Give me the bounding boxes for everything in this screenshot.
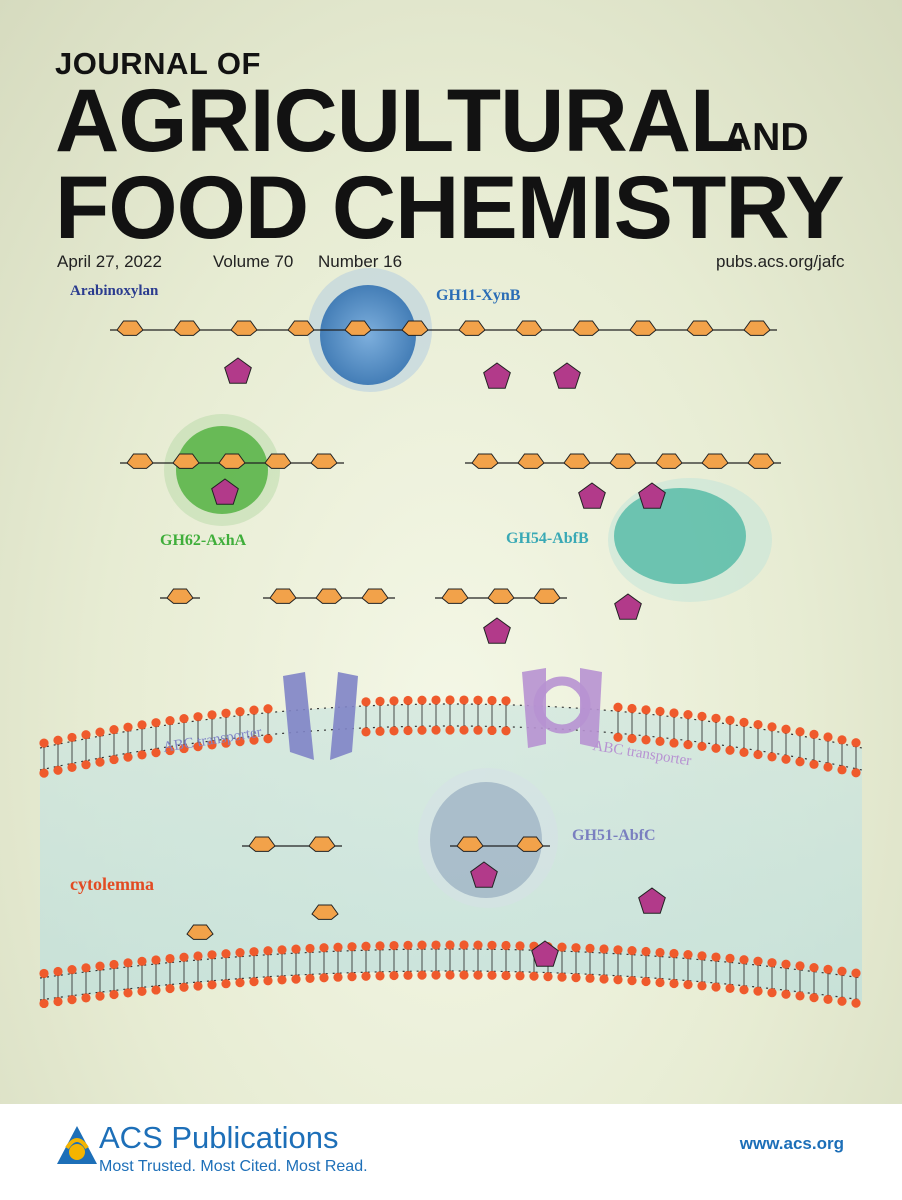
sugar-molecules (110, 320, 781, 967)
label-gh62-axha: GH62-AxhA (160, 532, 247, 549)
cover-illustration (39, 268, 863, 1009)
acs-publications-brand[interactable]: ACS Publications (99, 1120, 339, 1155)
label-arabinoxylan: Arabinoxylan (70, 283, 159, 299)
gh62-axha-protein (164, 414, 280, 526)
publisher-footer: ACS Publications Most Trusted. Most Cite… (0, 1104, 902, 1200)
acs-tagline: Most Trusted. Most Cited. Most Read. (99, 1158, 368, 1175)
masthead-and: AND (724, 116, 809, 159)
gh54-abfb-protein (608, 478, 772, 602)
label-gh51-abfc: GH51-AbfC (572, 827, 656, 844)
acs-website-link[interactable]: www.acs.org (739, 1134, 844, 1153)
masthead-food-chemistry: FOOD CHEMISTRY (55, 157, 845, 257)
issue-date: April 27, 2022 (57, 252, 162, 271)
acs-logo-icon (57, 1126, 97, 1164)
issue-volume: Volume 70 (213, 252, 294, 271)
abc-transporter-left-shape (283, 672, 358, 760)
label-gh54-abfb: GH54-AbfB (506, 530, 589, 547)
label-cytolemma: cytolemma (70, 874, 154, 894)
journal-url: pubs.acs.org/jafc (716, 252, 845, 271)
label-gh11-xynb: GH11-XynB (436, 287, 521, 304)
abc-transporter-right-shape (522, 668, 602, 748)
lipid-bilayer (39, 695, 861, 1009)
masthead-agricultural: AGRICULTURAL (55, 70, 744, 170)
issue-number: Number 16 (318, 252, 403, 271)
journal-of-text: JOURNAL OF (55, 46, 261, 81)
gh51-abfc-protein (418, 768, 558, 908)
